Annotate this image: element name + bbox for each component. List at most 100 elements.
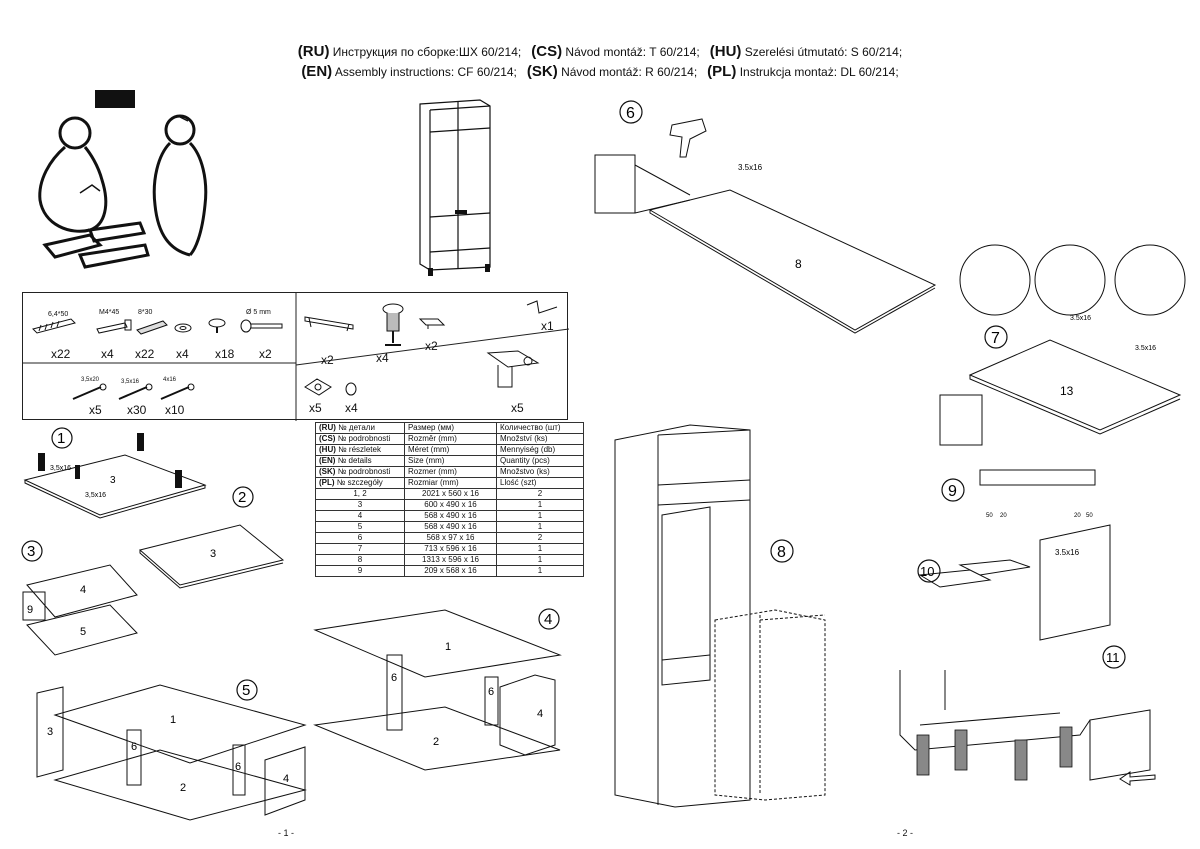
step-number: 5	[242, 682, 250, 699]
header-text: Szerelési útmutató: S 60/214;	[744, 45, 903, 59]
page-number-right: - 2 -	[897, 828, 914, 838]
header-line-1: (RU) Инструкция по сборке:ШХ 60/214; (CS…	[0, 43, 1200, 60]
step-circles-right: 6 7 8 9 10 11	[619, 100, 1126, 669]
parts-dividers	[23, 293, 569, 421]
clip-icon	[418, 318, 446, 329]
detail-label: № детали	[338, 423, 375, 432]
lang-code: (RU)	[297, 43, 330, 60]
detail-label: № részletek	[338, 445, 381, 454]
step-number: 10	[920, 564, 934, 579]
part-qty: x2	[425, 339, 438, 353]
lang-code: (RU)	[319, 423, 336, 432]
shelf-pin-icon	[208, 318, 226, 333]
mounting-plate-icon	[304, 378, 332, 396]
screw-icon	[118, 383, 153, 400]
step-number: 11	[1106, 650, 1120, 665]
part-qty: x2	[259, 347, 272, 361]
dimension-label: 50	[1086, 513, 1093, 519]
part-size: 6,4*50	[48, 311, 69, 318]
washer-icon	[174, 323, 192, 333]
screw-label: 3.5x16	[1055, 548, 1080, 557]
panel-number: 9	[27, 604, 33, 616]
part-qty: x1	[541, 319, 554, 333]
step-number: 4	[544, 611, 552, 628]
cam-pin-icon	[240, 319, 283, 333]
cabinet-overview-illustration	[419, 99, 491, 276]
screw-label: 3.5x16	[1070, 315, 1091, 322]
step-circles-left: 1 2 3 4 5	[21, 427, 560, 701]
lang-code: (PL)	[319, 478, 335, 487]
dimension-label: 20	[1074, 513, 1081, 519]
step-number: 1	[57, 430, 65, 447]
panel-number: 2	[180, 782, 186, 794]
header-text: Инструкция по сборке:ШХ 60/214;	[332, 45, 522, 59]
assembly-diagrams-left: 3 3 4 5 9 1 2 6 6 4 1 2 3 6 6 4 3,5x16 3…	[22, 433, 562, 821]
part-size: 3,5x20	[81, 377, 100, 383]
lang-code: (CS)	[319, 434, 336, 443]
step-number: 2	[238, 489, 246, 506]
header-text: Assembly instructions: CF 60/214;	[334, 65, 517, 79]
header-line-2: (EN) Assembly instructions: CF 60/214; (…	[0, 63, 1200, 80]
part-qty: x22	[51, 347, 71, 361]
two-people-illustration	[38, 90, 208, 269]
part-size: 3,5x16	[121, 379, 140, 385]
hook-icon	[526, 300, 558, 314]
part-size: 4x16	[163, 377, 177, 383]
detail-label: № podrobnosti	[337, 467, 391, 476]
step-number: 7	[991, 330, 1000, 347]
part-size: 8*30	[138, 309, 153, 316]
part-size: M4*45	[99, 309, 120, 316]
part-qty: x5	[309, 401, 322, 415]
part-qty: x4	[376, 351, 389, 365]
detail-label: № podrobnosti	[337, 434, 391, 443]
panel-number: 4	[283, 773, 289, 785]
screw-label: 3,5x16	[85, 492, 106, 499]
panel-number: 1	[445, 641, 451, 653]
header-text: Instrukcja montaż: DL 60/214;	[739, 65, 899, 79]
panel-number: 5	[80, 626, 86, 638]
panel-number: 6	[235, 761, 241, 773]
lang-code: (SK)	[319, 467, 336, 476]
step-number: 3	[27, 543, 35, 560]
panel-number: 3	[110, 475, 116, 486]
screw-icon	[72, 383, 107, 400]
part-qty: x4	[176, 347, 189, 361]
part-qty: x30	[127, 403, 147, 417]
step-number: 8	[777, 544, 786, 561]
dowel-screw-icon	[32, 318, 76, 334]
step-number: 6	[626, 105, 635, 122]
panel-number: 3	[47, 726, 53, 738]
lang-code: (HU)	[709, 43, 742, 60]
detail-label: № details	[337, 456, 372, 465]
screw-icon	[160, 383, 195, 400]
dimension-label: 20	[1000, 513, 1007, 519]
lang-code: (SK)	[526, 63, 558, 80]
header-text: Návod montáž: T 60/214;	[565, 45, 700, 59]
screw-label: 3,5x16	[50, 465, 71, 472]
hinge-icon	[486, 350, 540, 388]
panel-number: 6	[391, 672, 397, 684]
page-number-left: - 1 -	[278, 828, 295, 838]
part-qty: x4	[345, 401, 358, 415]
cap-icon	[345, 382, 357, 396]
lang-code: (CS)	[531, 43, 563, 60]
part-qty: x2	[321, 353, 334, 367]
table-cell: 9	[315, 565, 405, 577]
part-qty: x4	[101, 347, 114, 361]
panel-number: 3	[210, 548, 216, 560]
adjustable-leg-icon	[382, 303, 404, 346]
panel-number: 8	[795, 257, 802, 271]
panel-number: 6	[488, 686, 494, 698]
panel-number: 6	[131, 741, 137, 753]
step-number: 9	[948, 483, 957, 500]
part-qty: x22	[135, 347, 155, 361]
panel-number: 4	[80, 584, 86, 596]
table-cell: 1	[496, 565, 584, 577]
